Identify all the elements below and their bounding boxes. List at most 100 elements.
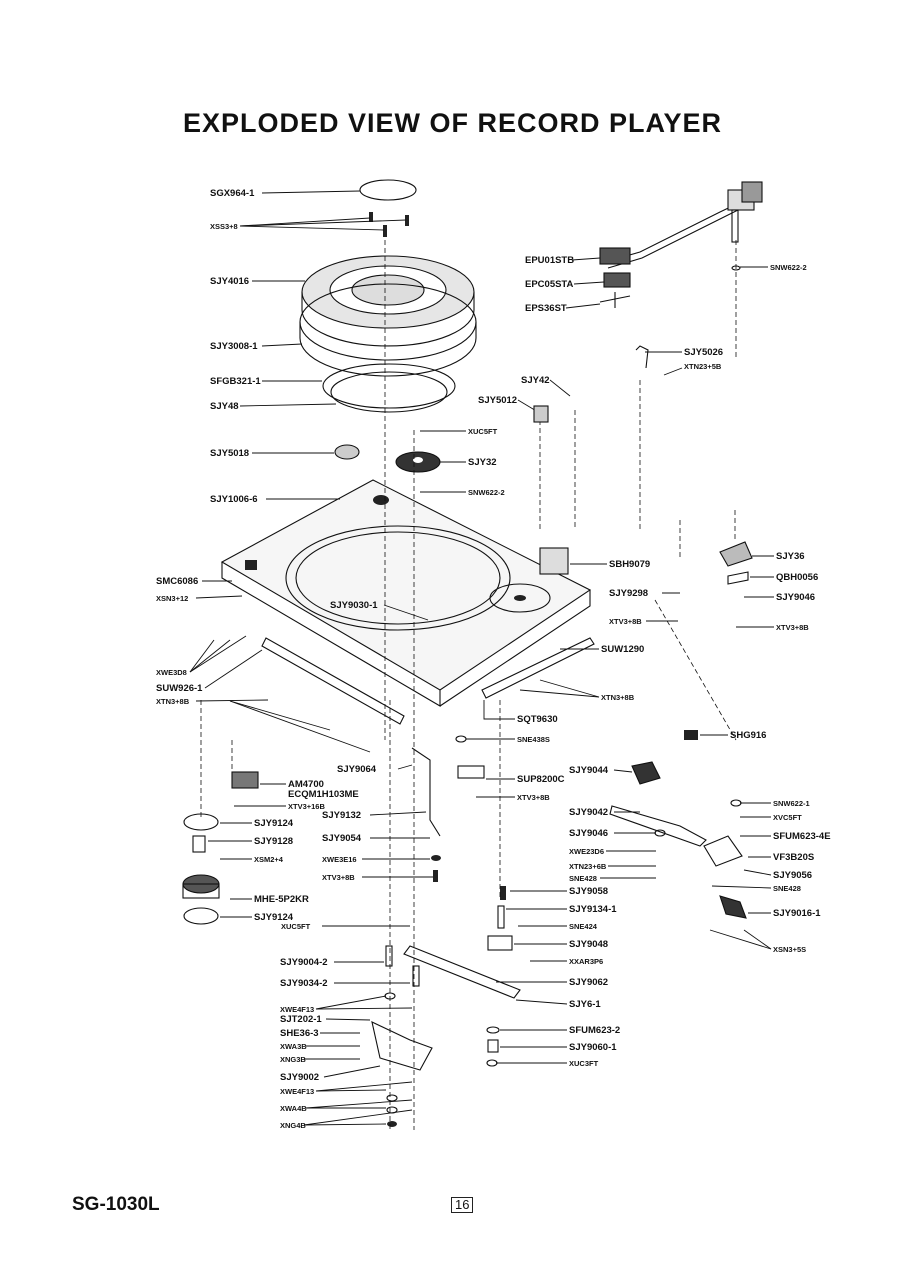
label-xtn23-6b: XTN23+6B (569, 862, 607, 871)
label-xng3b: XNG3B (280, 1055, 306, 1064)
alignment-lines (200, 240, 737, 1130)
label-sjy9064: SJY9064 (337, 764, 377, 775)
label-xuc5ft-a: XUC5FT (468, 427, 498, 436)
part-suw1290 (481, 637, 595, 699)
label-xwe3d8: XWE3D8 (156, 668, 187, 677)
label-sbh9079: SBH9079 (609, 559, 650, 570)
label-sjy5018: SJY5018 (210, 448, 249, 459)
label-xtv3-8b-c: XTV3+8B (517, 793, 550, 802)
label-xwa3b: XWA3B (280, 1042, 307, 1051)
label-sjy32: SJY32 (468, 457, 497, 468)
label-sjy6-1: SJY6-1 (569, 999, 601, 1010)
label-xtn3-8b-b: XTN3+8B (601, 693, 635, 702)
model-number: SG-1030L (72, 1194, 160, 1215)
label-sjy9058: SJY9058 (569, 886, 608, 897)
label-snw622-2-b: SNW622-2 (468, 488, 505, 497)
part-belt (322, 363, 456, 409)
label-xtv3-8b-d: XTV3+8B (322, 873, 355, 882)
part-base-plate (220, 479, 592, 707)
labels-right: EPU01STB EPC05STA EPS36ST SNW622-2 SJY50… (420, 255, 818, 741)
label-sjy9054: SJY9054 (322, 833, 362, 844)
part-pulley (334, 444, 360, 460)
label-sjy5026: SJY5026 (684, 347, 723, 358)
label-sup8200c: SUP8200C (517, 774, 565, 785)
label-xss3-8: XSS3+8 (210, 222, 238, 231)
label-am4700: AM4700 (288, 779, 324, 790)
label-xwe23d6: XWE23D6 (569, 847, 604, 856)
label-sfgb321: SFGB321-1 (210, 376, 261, 387)
label-epc05sta: EPC05STA (525, 279, 574, 290)
label-xwe4f13-a: XWE4F13 (280, 1005, 314, 1014)
label-xvc5ft: XVC5FT (773, 813, 802, 822)
part-sjy36 (719, 541, 753, 567)
label-eps36st: EPS36ST (525, 303, 567, 314)
label-xtn3-8b: XTN3+8B (156, 697, 190, 706)
label-epu01stb: EPU01STB (525, 255, 574, 266)
part-tonearm (599, 181, 763, 308)
label-suw1290: SUW1290 (601, 644, 644, 655)
label-sjy9132: SJY9132 (322, 810, 361, 821)
label-sjy9062: SJY9062 (569, 977, 608, 988)
part-am4700 (231, 771, 259, 789)
part-sbh9079 (539, 547, 569, 575)
label-xwe4f13-b: XWE4F13 (280, 1087, 314, 1096)
label-sjt202-1: SJT202-1 (280, 1014, 322, 1025)
part-gear (395, 451, 441, 473)
label-qbh0056: QBH0056 (776, 572, 818, 583)
label-xng4b: XNG4B (280, 1121, 306, 1130)
label-sjy9134-1: SJY9134-1 (569, 904, 617, 915)
label-sjy9002: SJY9002 (280, 1072, 319, 1083)
part-sgx964 (359, 179, 417, 201)
label-sjy48: SJY48 (210, 401, 239, 412)
label-sjy9042: SJY9042 (569, 807, 608, 818)
label-mhe-5p2kr: MHE-5P2KR (254, 894, 309, 905)
part-qbh0056 (727, 571, 749, 585)
label-sne424: SNE424 (569, 922, 598, 931)
label-xsn3-5s: XSN3+5S (773, 945, 806, 954)
part-platter (299, 255, 477, 377)
label-sjy9048: SJY9048 (569, 939, 608, 950)
labels-center: SJY9030-1 SQT9630 SNE438S SJY9064 SUP820… (234, 600, 565, 1130)
label-snw622-1: SNW622-1 (773, 799, 810, 808)
label-sjy42: SJY42 (521, 375, 550, 386)
label-sjy9030: SJY9030-1 (330, 600, 378, 611)
label-sjy9016-1: SJY9016-1 (773, 908, 821, 919)
label-sjy5012: SJY5012 (478, 395, 517, 406)
labels-left: SGX964-1 XSS3+8 SJY4016 SJY3008-1 SFGB32… (156, 188, 407, 923)
label-xwa4b: XWA4B (280, 1104, 307, 1113)
label-sfum623-2: SFUM623-2 (569, 1025, 620, 1036)
label-xwe3e16: XWE3E16 (322, 855, 357, 864)
label-sgx964: SGX964-1 (210, 188, 255, 199)
label-sjy3008: SJY3008-1 (210, 341, 258, 352)
label-xtv3-8b-b: XTV3+8B (609, 617, 642, 626)
part-shg916 (684, 730, 698, 740)
page-title: EXPLODED VIEW OF RECORD PLAYER (182, 108, 723, 138)
part-lever-assembly (403, 761, 747, 1034)
label-sjy9056: SJY9056 (773, 870, 812, 881)
label-ecqm1h103me: ECQM1H103ME (288, 789, 359, 800)
labels-lower-right: SJY9044 SJY9042 SJY9046 XWE23D6 XTN23+6B… (486, 765, 831, 1068)
label-xuc3ft: XUC3FT (569, 1059, 599, 1068)
page-number: 16 (451, 1197, 474, 1213)
label-sjy4016: SJY4016 (210, 276, 249, 287)
label-sfum623-4e: SFUM623-4E (773, 831, 831, 842)
label-sjy9046-b: SJY9046 (569, 828, 608, 839)
part-center-stack (371, 747, 485, 1127)
label-vf3b20s: VF3B20S (773, 852, 814, 863)
part-suw926 (261, 637, 405, 725)
label-sjy9298: SJY9298 (609, 588, 648, 599)
label-sjy9046-a: SJY9046 (776, 592, 815, 603)
label-sjy36: SJY36 (776, 551, 805, 562)
part-motor (182, 813, 220, 925)
label-sjy9128: SJY9128 (254, 836, 293, 847)
label-sne438s: SNE438S (517, 735, 550, 744)
label-sne428-a: SNE428 (569, 874, 597, 883)
label-xuc5ft-b: XUC5FT (281, 922, 311, 931)
label-smc6086: SMC6086 (156, 576, 198, 587)
label-xtv3-8b-a: XTV3+8B (776, 623, 809, 632)
label-xtv3-16b: XTV3+16B (288, 802, 325, 811)
label-sjy9124-a: SJY9124 (254, 818, 294, 829)
label-xsm2-4: XSM2+4 (254, 855, 284, 864)
label-sne428-b: SNE428 (773, 884, 801, 893)
